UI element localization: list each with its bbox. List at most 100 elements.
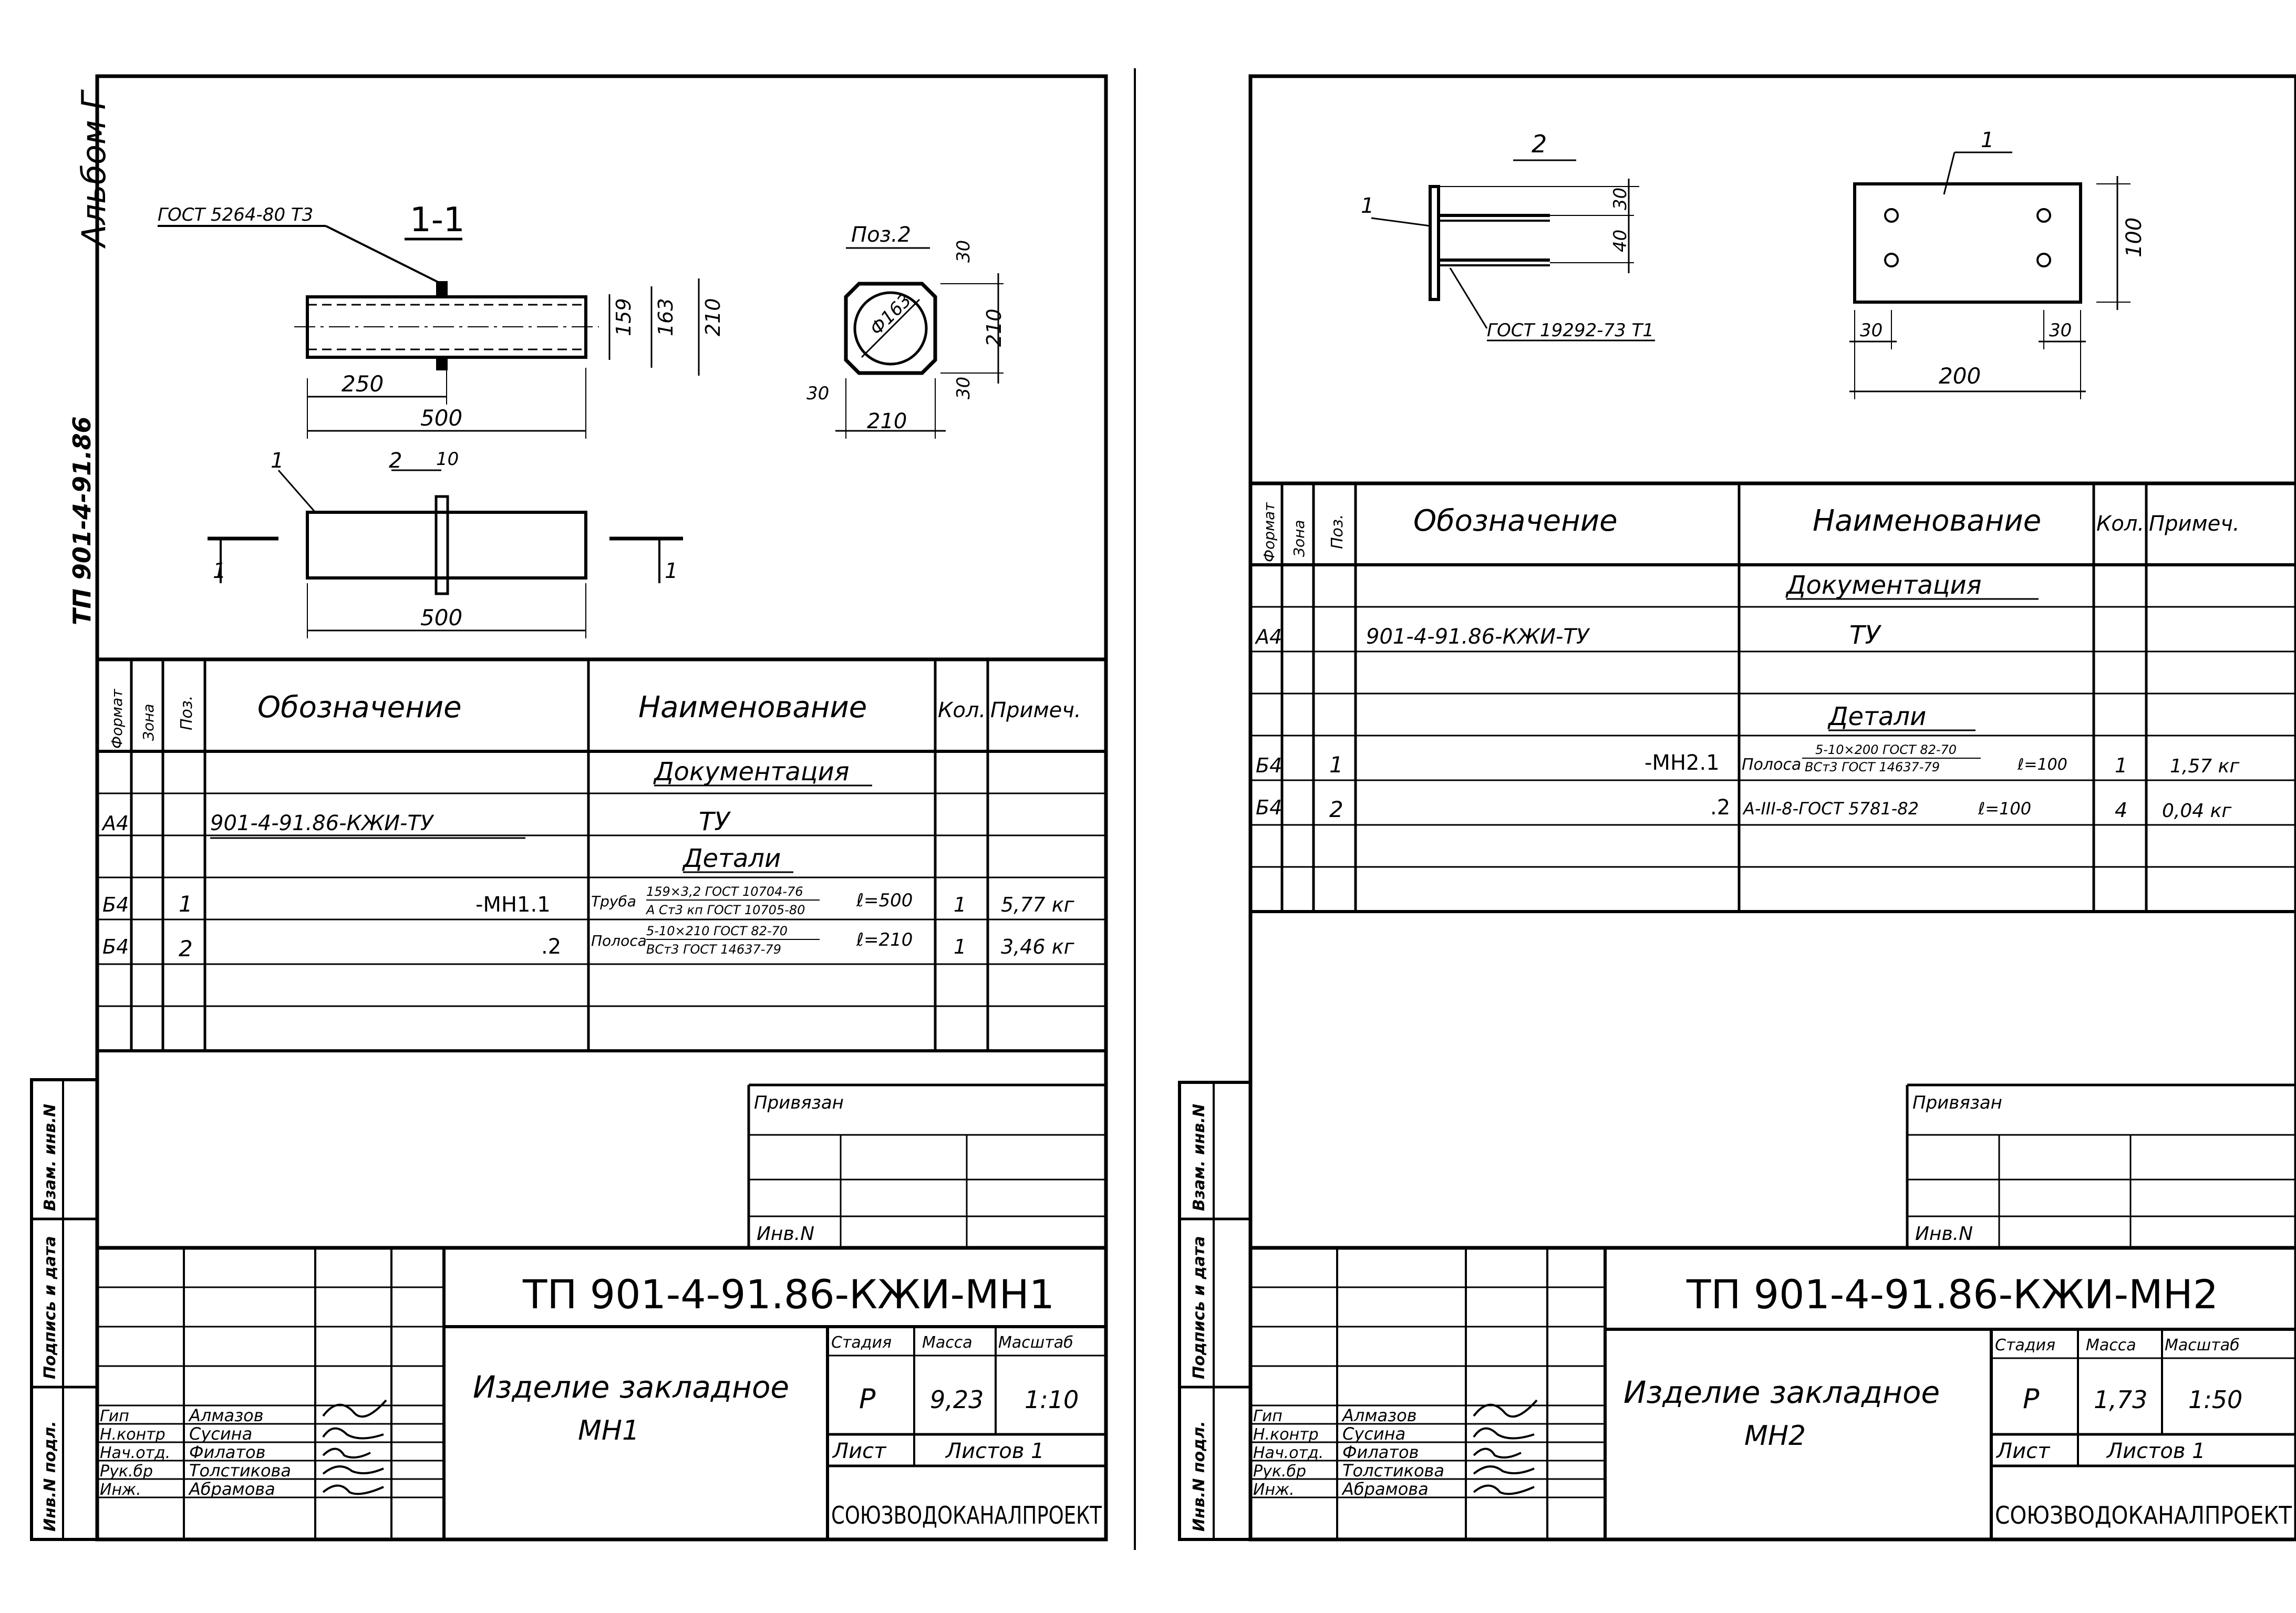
person5-role: Инж. (1253, 1481, 1295, 1499)
row2-designation: .2 (541, 935, 561, 959)
person5-name: Абрамова (188, 1479, 275, 1499)
left-side-strip: Взам. инв.N Подпись и дата Инв.N подл. (30, 1078, 99, 1541)
left-frame (95, 74, 1108, 1542)
header-pos: Поз. (178, 696, 196, 730)
row2-length: ℓ=210 (856, 929, 913, 950)
left-title-block: Гип Алмазов Н.контр Сусина Нач.отд. Фила… (97, 1246, 1106, 1539)
row2-designation: .2 (1710, 795, 1730, 820)
section-documentation: Документация (1785, 571, 1982, 600)
pos2-hole (853, 291, 928, 366)
gost-weld-label: ГОСТ 5264-80 Т3 (158, 204, 313, 225)
header-format: Формат (108, 689, 126, 749)
row2-name: Полоса (591, 932, 647, 949)
row1-qty: 1 (954, 893, 966, 916)
signature (1473, 1484, 1535, 1495)
person1-role: Гип (1253, 1407, 1283, 1425)
person2-name: Сусина (1342, 1424, 1405, 1444)
person3-role: Нач.отд. (1253, 1444, 1323, 1462)
left-spec-table: Формат Зона Поз. Обозначение Наименовани… (97, 657, 1106, 1052)
table-row: Б4 2 .2 Полоса 5-10×210 ГОСТ 82-70 ВСт3 … (102, 924, 1075, 961)
scale-value: 1:50 (2188, 1385, 2242, 1414)
signature (322, 1427, 384, 1440)
row1-designation: -МН2.1 (1645, 751, 1720, 775)
person1-role: Гип (100, 1407, 129, 1425)
doc-code: ТП 901-4-91.86-КЖИ-МН1 (522, 1271, 1054, 1318)
header-zone: Зона (140, 704, 157, 741)
header-pos: Поз. (1328, 514, 1347, 549)
doc-format: А4 (1254, 625, 1282, 648)
row2-pos: 2 (179, 936, 193, 961)
dim-40: 40 (1610, 230, 1631, 252)
dim-210-c: 210 (867, 409, 907, 433)
sheets-label: Листов 1 (2106, 1439, 2206, 1463)
org-name: СОЮЗВОДОКАНАЛПРОЕКТ (831, 1501, 1102, 1529)
scale-value: 1:10 (1025, 1385, 1079, 1414)
person3-name: Филатов (1342, 1442, 1419, 1462)
right-frame (1248, 74, 2296, 1542)
weld-leader (325, 225, 442, 285)
header-zone: Зона (1290, 520, 1308, 557)
dim-30-b: 30 (953, 377, 974, 399)
mass-value: 9,23 (930, 1385, 984, 1414)
row2-qty: 1 (954, 935, 966, 958)
doc-name: ТУ (699, 807, 731, 836)
sheets-label: Листов 1 (945, 1439, 1044, 1463)
person4-name: Толстикова (1342, 1461, 1444, 1481)
row1-pos: 1 (1329, 752, 1343, 778)
privyazan-label: Привязан (1912, 1092, 2002, 1113)
row1-note: 5,77 кг (1001, 893, 1075, 916)
header-qty: Кол. (2096, 512, 2144, 536)
pos2-label: Поз.2 (851, 223, 911, 247)
header-name: Наименование (1813, 504, 2041, 538)
mark-1: 1 (271, 449, 284, 473)
left-drawing: ГОСТ 5264-80 Т3 1-1 159 163 210 (158, 201, 1006, 638)
row1-name-top: 159×3,2 ГОСТ 10704-76 (646, 884, 803, 899)
side-podpis: Подпись и дата (41, 1236, 59, 1379)
person3-role: Нач.отд. (100, 1444, 170, 1462)
signature (322, 1484, 384, 1495)
person4-name: Толстикова (189, 1461, 291, 1481)
row2-pos: 2 (1329, 797, 1343, 822)
right-side-strip: Взам. инв.N Подпись и дата Инв.N подл. (1178, 1081, 1252, 1541)
anchor-hole (1884, 253, 1899, 267)
row2-length: ℓ=100 (1978, 799, 2031, 819)
table-row: Б4 2 .2 А-III-8-ГОСТ 5781-82 ℓ=100 4 0,0… (1256, 795, 2232, 822)
row1-format: Б4 (102, 893, 129, 916)
left-sheet: Альбом Г ТП 901-4-91.86 ГОСТ 5264-80 Т3 … (30, 74, 1108, 1542)
privyazan-label: Привязан (754, 1092, 844, 1113)
dim-30-right: 30 (2049, 320, 2072, 341)
signature (1473, 1447, 1522, 1459)
inv-label: Инв.N (1915, 1223, 1973, 1245)
section-label: 1-1 (410, 201, 465, 240)
side-podpis: Подпись и дата (1190, 1236, 1208, 1379)
table-row: Б4 1 -МН2.1 Полоса 5-10×200 ГОСТ 82-70 В… (1256, 742, 2240, 778)
mark-1-plan: 1 (1981, 128, 1994, 152)
row1-name-bottom: ВСт3 ГОСТ 14637-79 (1805, 760, 1940, 774)
dim-100: 100 (2122, 218, 2146, 257)
signature (322, 1399, 387, 1418)
gost-weld-label: ГОСТ 19292-73 Т1 (1487, 320, 1654, 341)
side-inv-podl: Инв.N подл. (41, 1421, 59, 1532)
header-name: Наименование (638, 690, 867, 725)
doc-code: ТП 901-4-91.86-КЖИ-МН2 (1686, 1271, 2218, 1318)
anchor-hole (2036, 253, 2051, 267)
mark-2: 2 (389, 449, 402, 473)
album-note: Альбом Г (75, 89, 113, 249)
person1-name: Алмазов (1341, 1405, 1417, 1425)
side-vzam: Взам. инв.N (1190, 1104, 1208, 1211)
dim-200: 200 (1939, 363, 1981, 389)
anchor-hole (1884, 208, 1899, 223)
sheet-label: Лист (1995, 1439, 2051, 1463)
doc-designation: 901-4-91.86-КЖИ-ТУ (210, 811, 435, 835)
mark-1-side: 1 (1361, 194, 1374, 218)
scale-header: Масштаб (998, 1333, 1073, 1352)
header-note: Примеч. (990, 698, 1081, 722)
left-privyazan-block: Привязан Инв.N (747, 1083, 1106, 1248)
cut-label-right: 1 (665, 559, 678, 583)
row2-name: А-III-8-ГОСТ 5781-82 (1742, 799, 1919, 819)
plate-section (435, 495, 449, 595)
person2-role: Н.контр (1253, 1425, 1319, 1444)
row1-note: 1,57 кг (2170, 756, 2240, 777)
row1-designation: -МН1.1 (475, 893, 551, 917)
